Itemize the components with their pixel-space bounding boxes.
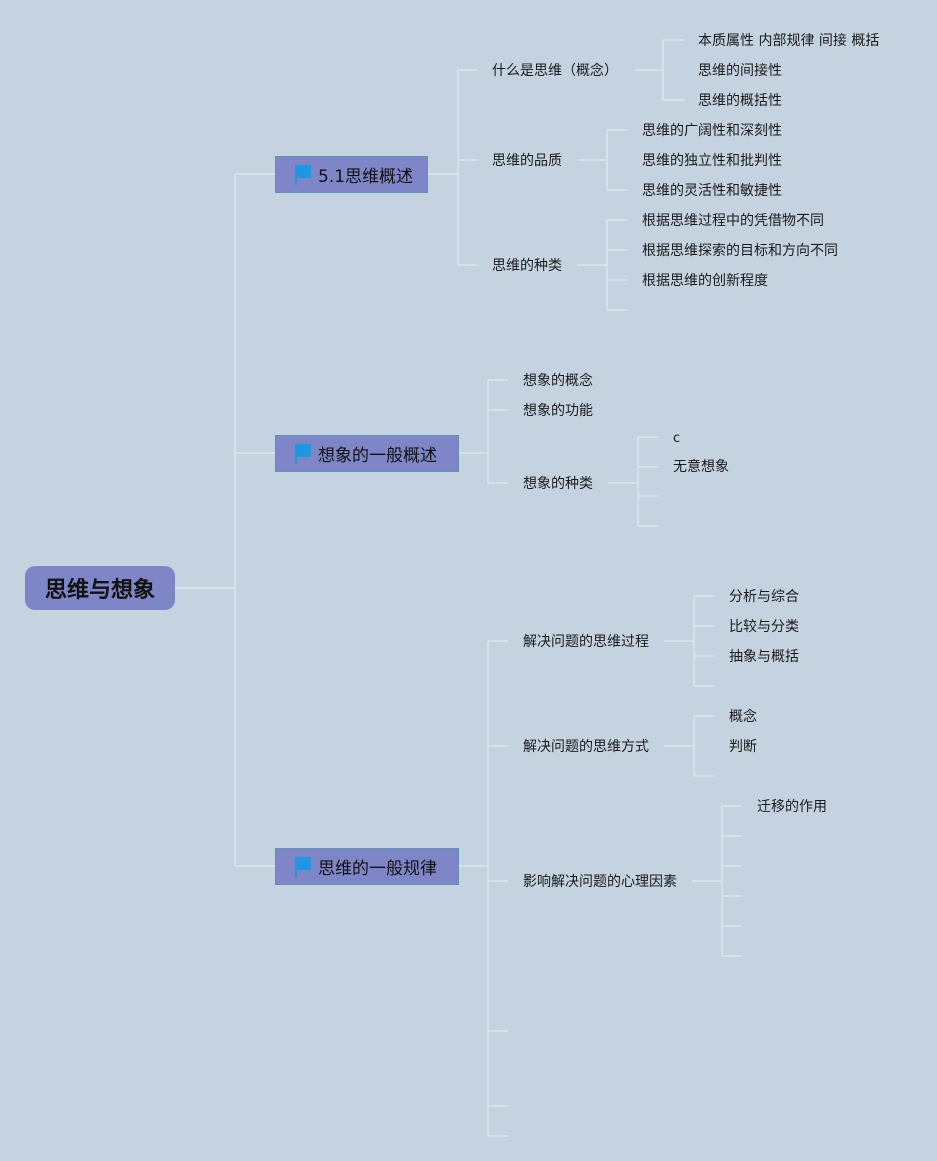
- leaf-node[interactable]: 思维的概括性: [698, 93, 782, 109]
- leaf-node[interactable]: 无意想象: [673, 459, 729, 475]
- leaf-node[interactable]: 概念: [729, 709, 757, 725]
- topic-thinking-rules[interactable]: 思维的一般规律: [275, 848, 459, 885]
- subtopic-imagination-concept[interactable]: 想象的概念: [523, 373, 593, 389]
- leaf-node[interactable]: 思维的广阔性和深刻性: [642, 123, 782, 139]
- leaf-node[interactable]: 根据思维探索的目标和方向不同: [642, 243, 838, 259]
- topic-label: 想象的一般概述: [318, 446, 437, 466]
- subtopic-psychological-factors[interactable]: 影响解决问题的心理因素: [523, 874, 677, 890]
- topic-imagination-overview[interactable]: 想象的一般概述: [275, 435, 459, 472]
- flag-icon: [295, 856, 311, 877]
- leaf-node[interactable]: 思维的独立性和批判性: [642, 153, 782, 169]
- subtopic-what-is-thinking[interactable]: 什么是思维（概念）: [492, 63, 618, 79]
- subtopic-thinking-quality[interactable]: 思维的品质: [492, 153, 562, 169]
- subtopic-problem-solving-mode[interactable]: 解决问题的思维方式: [523, 739, 649, 755]
- leaf-node[interactable]: 分析与综合: [729, 589, 799, 605]
- leaf-node[interactable]: 思维的间接性: [698, 63, 782, 79]
- leaf-node[interactable]: 迁移的作用: [757, 799, 827, 815]
- leaf-node[interactable]: 抽象与概括: [729, 649, 799, 665]
- subtopic-imagination-types[interactable]: 想象的种类: [523, 476, 593, 492]
- topic-thinking-overview[interactable]: 5.1思维概述: [275, 156, 428, 193]
- flag-icon: [295, 164, 311, 185]
- leaf-node[interactable]: 本质属性 内部规律 间接 概括: [698, 33, 880, 49]
- subtopic-thinking-types[interactable]: 思维的种类: [492, 258, 562, 274]
- leaf-node[interactable]: 判断: [729, 739, 757, 755]
- flag-icon: [295, 443, 311, 464]
- subtopic-problem-solving-process[interactable]: 解决问题的思维过程: [523, 634, 649, 650]
- leaf-node[interactable]: 根据思维的创新程度: [642, 273, 768, 289]
- root-topic[interactable]: 思维与想象: [25, 566, 175, 610]
- subtopic-imagination-function[interactable]: 想象的功能: [523, 403, 593, 419]
- leaf-node[interactable]: 思维的灵活性和敏捷性: [642, 183, 782, 199]
- topic-label: 思维的一般规律: [318, 859, 437, 879]
- leaf-node[interactable]: 比较与分类: [729, 619, 799, 635]
- leaf-node[interactable]: 根据思维过程中的凭借物不同: [642, 213, 824, 229]
- topic-label: 5.1思维概述: [318, 167, 414, 187]
- leaf-node[interactable]: c: [673, 431, 681, 446]
